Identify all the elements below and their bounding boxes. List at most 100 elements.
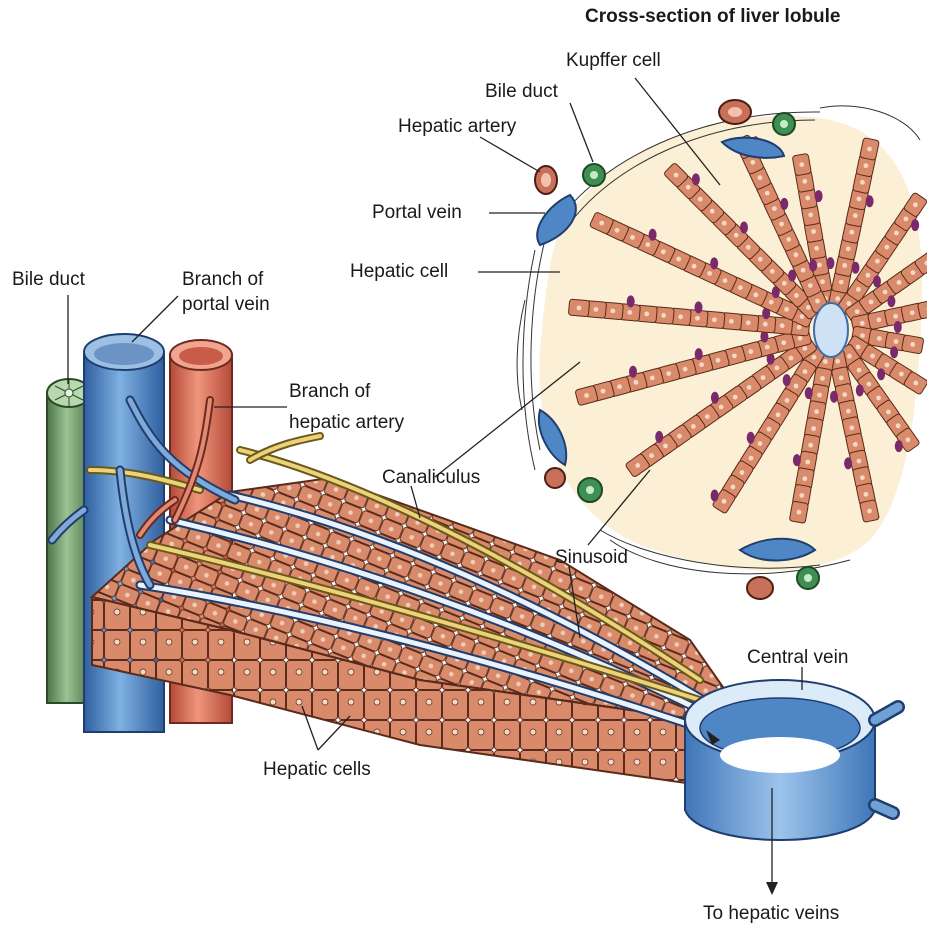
cell-nucleus [722,499,727,504]
cell-nucleus [799,162,804,167]
lobule-central-vein [814,303,848,357]
cell-nucleus [794,293,799,298]
kupffer-cell [895,440,903,452]
cell-nucleus [678,314,683,319]
cell-nucleus [775,366,780,371]
cell-nucleus [776,412,781,417]
cell-nucleus [712,317,717,322]
kupffer-cell [649,229,657,241]
cell-nucleus [798,336,803,341]
cell-nucleus [661,249,666,254]
cell-nucleus [746,245,751,250]
kupffer-cell [783,374,791,386]
cell-nucleus [885,363,890,368]
cell-nucleus [870,354,875,359]
cell-nucleus [719,405,724,410]
kupffer-cell [856,384,864,396]
label-hepatic-cells: Hepatic cells [263,759,371,781]
cell-nucleus [885,245,890,250]
cell-nucleus [732,354,737,359]
label-central-vein: Central vein [747,647,848,669]
cell-nucleus [769,300,774,305]
cell-nucleus [866,273,871,278]
cell-nucleus [860,333,865,338]
lobule-cross-section [517,100,927,599]
cell-nucleus [750,160,755,165]
cell-nucleus [686,185,691,190]
cell-nucleus [820,279,825,284]
cell-nucleus [650,376,655,381]
cell-nucleus [767,427,772,432]
cell-nucleus [860,321,865,326]
cell-nucleus [716,358,721,363]
cell-nucleus [856,345,861,350]
kupffer-cell [894,321,902,333]
kupffer-cell [826,257,834,269]
kupffer-cell [711,490,719,502]
cell-nucleus [820,376,825,381]
cell-nucleus [758,257,763,262]
kupffer-cell [830,391,838,403]
cell-nucleus [661,313,666,318]
cell-nucleus [814,409,819,414]
cell-nucleus [897,280,902,285]
cell-nucleus [913,381,918,386]
cell-nucleus [800,314,805,319]
label-canaliculus: Canaliculus [382,467,480,489]
cell-nucleus [705,414,710,419]
kupffer-cell [866,195,874,207]
cell-nucleus [753,293,758,298]
cell-nucleus [864,163,869,168]
cell-nucleus [817,263,822,268]
cell-nucleus [785,398,790,403]
label-branch-portal-line1: Branch of [182,269,263,291]
cell-nucleus [731,485,736,490]
label-hepatic-cell: Hepatic cell [350,261,448,283]
cell-nucleus [584,393,589,398]
cell-nucleus [761,375,766,380]
cell-nucleus [746,320,751,325]
cell-nucleus [857,368,862,373]
cell-nucleus [797,325,802,330]
cell-nucleus [857,197,862,202]
cell-nucleus [758,441,763,446]
cell-nucleus [789,356,794,361]
kupffer-cell [809,260,817,272]
cell-nucleus [781,340,786,345]
cell-nucleus [692,264,697,269]
label-branch-artery-line1: Branch of [289,381,370,403]
cell-nucleus [814,246,819,251]
cell-nucleus [805,196,810,201]
cell-nucleus [695,316,700,321]
cell-nucleus [847,301,852,306]
cell-nucleus [710,209,715,214]
cell-nucleus [808,283,813,288]
cell-nucleus [722,221,727,226]
kupffer-cell [780,198,788,210]
cell-nucleus [738,285,743,290]
cell-nucleus [601,389,606,394]
cell-nucleus [877,317,882,322]
label-portal-vein: Portal vein [372,202,462,224]
lobule-title: Cross-section of liver lobule [585,6,841,28]
cell-nucleus [617,384,622,389]
cell-nucleus [910,342,915,347]
cell-nucleus [857,459,862,464]
cell-nucleus [763,322,768,327]
kupffer-cell [692,173,700,185]
cell-nucleus [886,410,891,415]
cell-nucleus [676,257,681,262]
kupffer-cell [877,368,885,380]
cell-nucleus [723,278,728,283]
label-bile-duct-left: Bile duct [12,269,85,291]
cell-nucleus [846,409,851,414]
cell-nucleus [835,296,840,301]
cell-nucleus [846,246,851,251]
cell-nucleus [577,306,582,311]
cell-nucleus [644,312,649,317]
cell-nucleus [815,299,820,304]
kupffer-cell [844,457,852,469]
cell-nucleus [794,252,799,257]
cell-nucleus [911,270,916,275]
cell-nucleus [802,346,807,351]
